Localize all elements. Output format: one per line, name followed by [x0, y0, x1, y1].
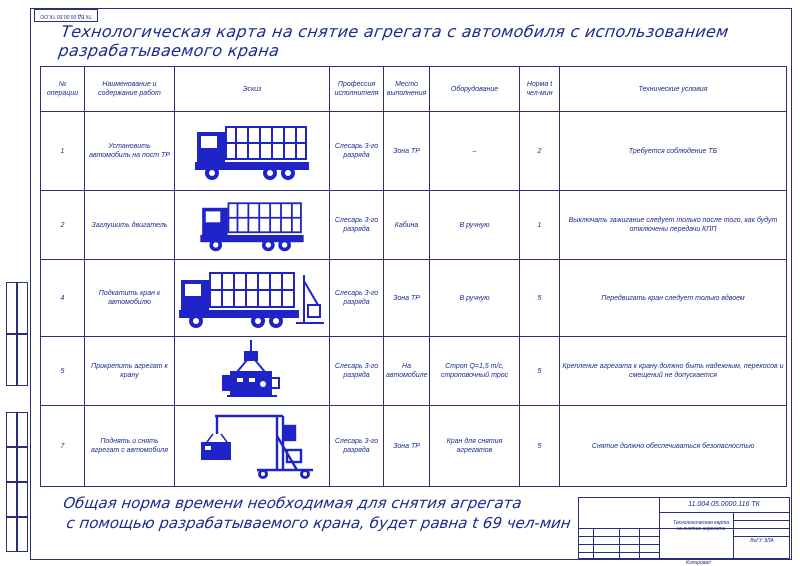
operation-equipment: –	[429, 111, 520, 191]
operation-sketch	[174, 405, 330, 487]
footer-copied: Копировал	[686, 560, 711, 566]
table-row: 2 Заглушить двигатель	[40, 190, 787, 260]
header-cell: Эскиз	[174, 66, 330, 112]
page-title: Технологическая карта на снятие агрегата…	[57, 22, 731, 60]
operation-equipment: Строп Q=1,5 т/с, строповочный трос	[429, 336, 520, 406]
top-stamp: ТК ВД 00.00.50 ТК.ОО	[34, 9, 98, 22]
table-row: 5 Прикрепить агрегат к крану Сле	[40, 336, 787, 406]
title-block: 11.004.05.0000.116 ТК Технологическая ка…	[578, 497, 790, 559]
technology-table: № операции Наименование и содержание раб…	[40, 66, 787, 487]
operation-norm: 5	[519, 336, 560, 406]
table-row: 1 Установить автомобиль на пост ТР	[40, 111, 787, 191]
operation-number: 1	[40, 111, 85, 191]
operation-place: Зона ТР	[383, 111, 430, 191]
operation-profession: Слесарь 3-го разряда	[329, 111, 384, 191]
operation-sketch	[174, 111, 330, 191]
operation-place: Зона ТР	[383, 259, 430, 337]
organization-name: ВоГУ ЭЛА	[750, 538, 774, 544]
operation-conditions: Выключать зажигание следует только после…	[559, 190, 787, 260]
document-name: Технологическая карта на снятие агрегата	[672, 520, 730, 532]
operation-norm: 2	[519, 111, 560, 191]
operation-place: На автомобиле	[383, 336, 430, 406]
operation-number: 2	[40, 190, 85, 260]
truck-with-crane-icon	[179, 272, 324, 328]
dump-truck-icon	[200, 202, 304, 252]
operation-profession: Слесарь 3-го разряда	[329, 259, 384, 337]
operation-norm: 5	[519, 405, 560, 487]
operation-work: Заглушить двигатель	[84, 190, 175, 260]
operation-conditions: Передвигать кран следует только вдвоем	[559, 259, 787, 337]
operation-sketch	[174, 336, 330, 406]
summary-line-2: с помощью разрабатываемого крана, будет …	[65, 514, 573, 532]
hoisted-unit-icon	[222, 340, 280, 397]
operation-profession: Слесарь 3-го разряда	[329, 405, 384, 487]
operation-profession: Слесарь 3-го разряда	[329, 336, 384, 406]
header-cell: Оборудование	[429, 66, 520, 112]
header-cell: Технические условия	[559, 66, 787, 112]
operation-equipment: В ручную	[429, 259, 520, 337]
table-row: 4 Подкатить кран к автомобилю	[40, 259, 787, 337]
operation-place: Зона ТР	[383, 405, 430, 487]
document-code: 11.004.05.0000.116 ТК	[688, 501, 760, 508]
operation-sketch	[174, 259, 330, 337]
left-margin-strip	[6, 282, 28, 552]
operation-conditions: Крепление агрегата к крану должно быть н…	[559, 336, 787, 406]
operation-work: Подкатить кран к автомобилю	[84, 259, 175, 337]
operation-work: Установить автомобиль на пост ТР	[84, 111, 175, 191]
header-cell: Профессия исполнителя	[329, 66, 384, 112]
operation-profession: Слесарь 3-го разряда	[329, 190, 384, 260]
header-cell: Место выполнения	[383, 66, 430, 112]
mobile-crane-icon	[201, 414, 313, 479]
header-cell: № операции	[40, 66, 85, 112]
operation-number: 4	[40, 259, 85, 337]
operation-place: Кабина	[383, 190, 430, 260]
operation-number: 5	[40, 336, 85, 406]
table-row: 7 Поднять и снять агрегат с автомобиля	[40, 405, 787, 487]
drawing-frame	[30, 8, 792, 560]
operation-equipment: Кран для снятия агрегатов	[429, 405, 520, 487]
operation-equipment: В ручную	[429, 190, 520, 260]
operation-conditions: Требуется соблюдение ТБ	[559, 111, 787, 191]
summary-line-1: Общая норма времени необходимая для снят…	[62, 494, 523, 512]
operation-sketch	[174, 190, 330, 260]
summary-note: Общая норма времени необходимая для снят…	[59, 493, 573, 533]
header-cell: Норма t чел-мин	[519, 66, 560, 112]
header-cell: Наименование и содержание работ	[84, 66, 175, 112]
table-header-row: № операции Наименование и содержание раб…	[40, 66, 787, 112]
operation-conditions: Снятие должно обеспечиваться безопасност…	[559, 405, 787, 487]
operation-number: 7	[40, 405, 85, 487]
operation-work: Поднять и снять агрегат с автомобиля	[84, 405, 175, 487]
operation-norm: 1	[519, 190, 560, 260]
operation-norm: 5	[519, 259, 560, 337]
operation-work: Прикрепить агрегат к крану	[84, 336, 175, 406]
dump-truck-icon	[195, 126, 309, 180]
